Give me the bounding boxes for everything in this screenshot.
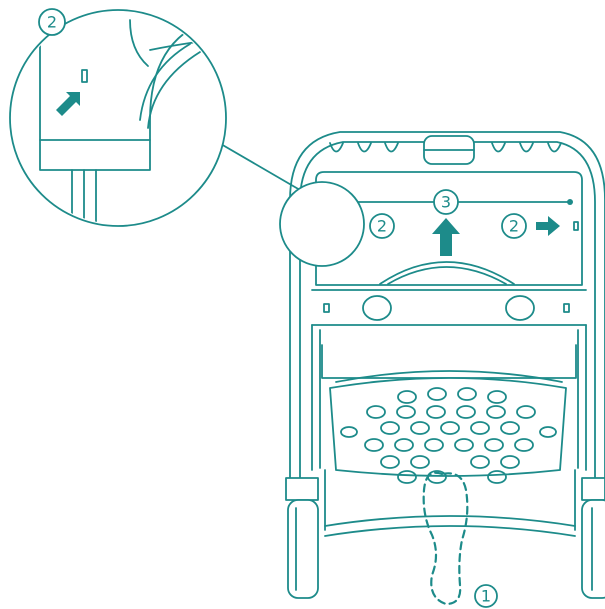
callout-right-release: 2 xyxy=(501,213,527,239)
callout-lift: 3 xyxy=(433,189,459,215)
stroller-frame xyxy=(285,131,605,599)
up-arrow-icon xyxy=(432,218,460,256)
svg-text:2: 2 xyxy=(509,217,519,236)
callout-foot: 1 xyxy=(474,584,498,608)
svg-text:1: 1 xyxy=(481,587,491,606)
right-arrow-icon xyxy=(536,216,560,236)
callout-left-release: 2 xyxy=(369,213,395,239)
svg-text:3: 3 xyxy=(441,193,451,212)
magnifier-callout: 2 xyxy=(9,8,365,267)
footprint-icon xyxy=(422,471,469,606)
svg-text:2: 2 xyxy=(47,13,57,32)
callout-magnifier: 2 xyxy=(38,8,66,36)
svg-text:2: 2 xyxy=(377,217,387,236)
diagonal-arrow-icon xyxy=(56,92,80,116)
